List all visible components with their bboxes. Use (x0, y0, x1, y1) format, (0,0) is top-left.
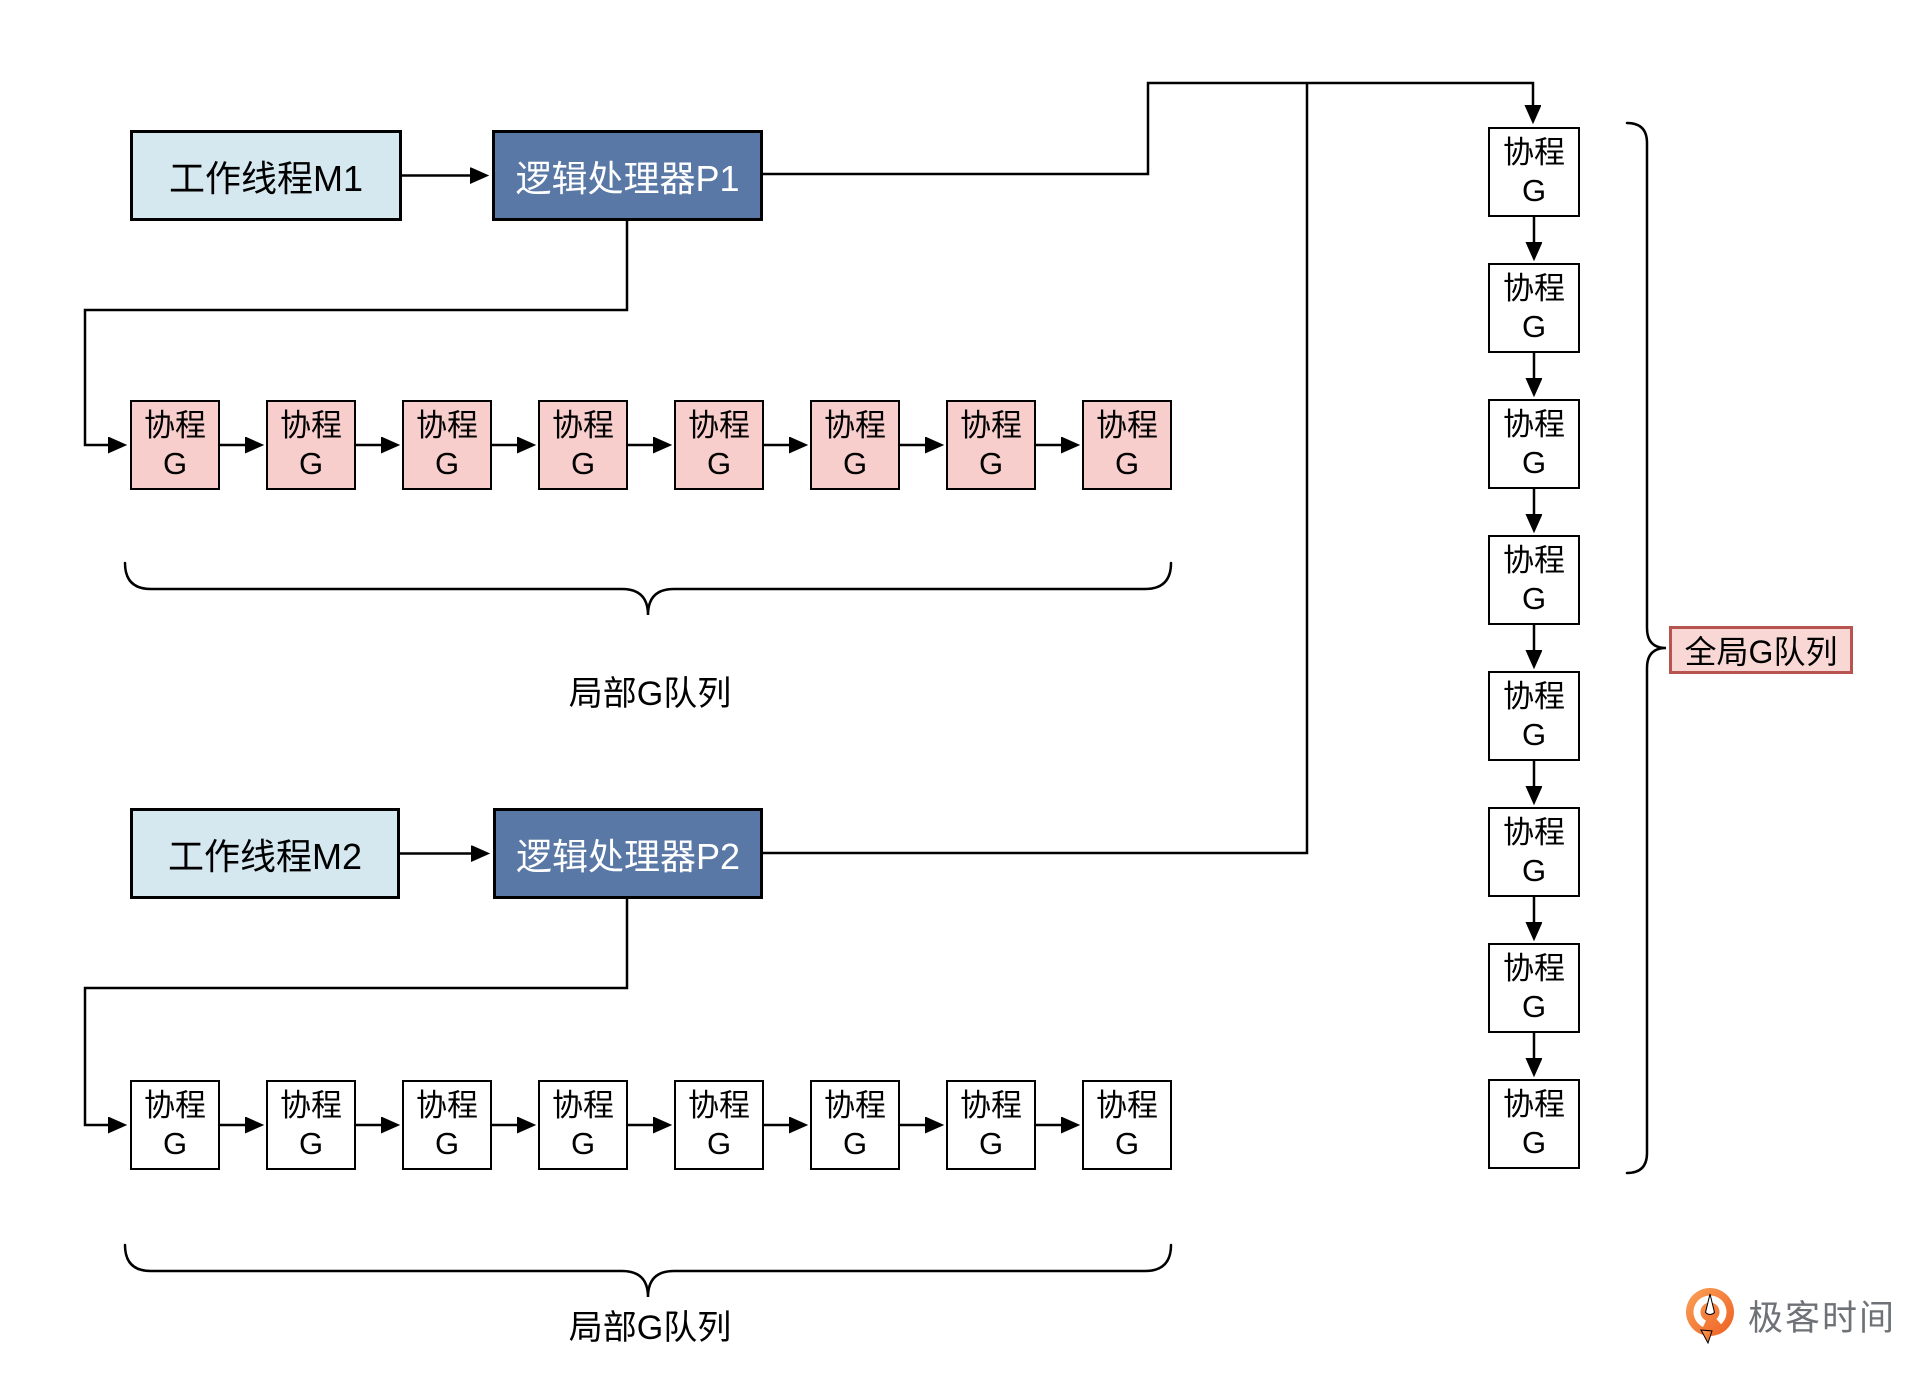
global-queue-label: 全局G队列 (1669, 626, 1853, 674)
connector-p2-to-global-queue (763, 84, 1309, 855)
local-queue-2-label: 局部G队列 (568, 1309, 732, 1347)
geektime-logo-text: 极客时间 (1748, 1298, 1897, 1338)
geektime-logo-icon (1686, 1288, 1734, 1344)
worker-thread-m2-node: 工作线程M2 (130, 808, 400, 899)
worker-thread-m1-node: 工作线程M1 (130, 130, 402, 221)
connector-p1-to-global-queue (763, 81, 1533, 176)
queue-item-arrows (220, 217, 1534, 1125)
local-queue-1-label: 局部G队列 (568, 675, 732, 713)
local-queue-1-brace (123, 561, 1173, 616)
logical-processor-p2-node: 逻辑处理器P2 (493, 808, 763, 899)
connector-p1-to-local-queue-1 (83, 221, 629, 445)
logical-processor-p1-node: 逻辑处理器P1 (492, 130, 763, 221)
local-queue-2-brace (123, 1243, 1173, 1298)
connector-p2-to-local-queue-2 (83, 899, 629, 1125)
global-queue-brace (1625, 121, 1667, 1175)
geektime-logo: 极客时间 (1684, 1286, 1896, 1344)
